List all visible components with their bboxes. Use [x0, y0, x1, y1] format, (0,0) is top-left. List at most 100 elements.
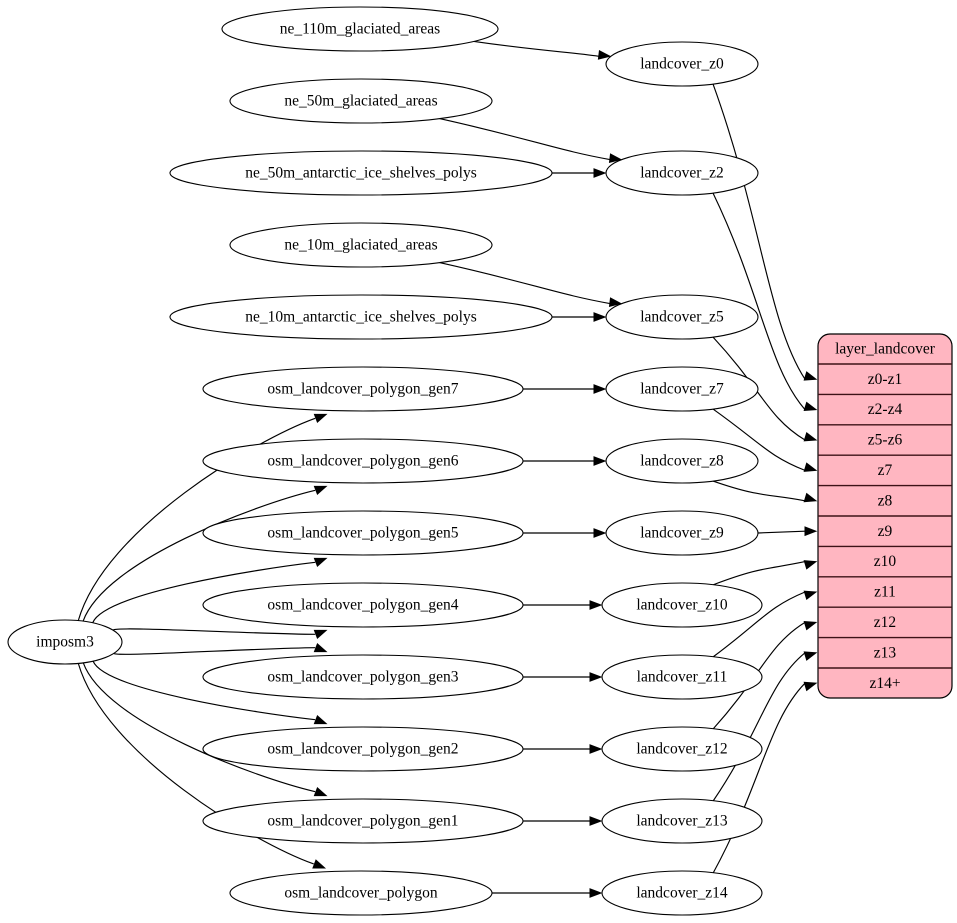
- node-ellipse: [7, 619, 123, 665]
- node-label: landcover_z11: [637, 669, 728, 686]
- node-ne_10m_antarctic_ice_shelves_polys[interactable]: ne_10m_antarctic_ice_shelves_polys: [169, 294, 553, 340]
- edge-ne_10m_antarctic_ice_shelves_polys-to-landcover_z5: [552, 312, 607, 322]
- node-ellipse: [202, 366, 524, 412]
- arrow-head-icon: [313, 629, 328, 640]
- arrow-head-icon: [803, 681, 818, 692]
- node-label: ne_110m_glaciated_areas: [280, 21, 440, 38]
- table-row[interactable]: z9: [818, 516, 952, 546]
- node-osm_landcover_polygon_gen4[interactable]: osm_landcover_polygon_gen4: [202, 582, 524, 628]
- table-row[interactable]: z0-z1: [818, 364, 952, 394]
- edge-line: [77, 663, 314, 865]
- table-row[interactable]: z7: [818, 455, 952, 485]
- edge-landcover_z13-to-table-row-9: [712, 651, 818, 802]
- edge-imposm3-to-osm_landcover_polygon_gen6: [82, 485, 328, 622]
- edge-imposm3-to-osm_landcover_polygon_gen7: [77, 413, 328, 621]
- arrow-head-icon: [803, 590, 818, 601]
- arrow-head-icon: [593, 312, 607, 322]
- node-ellipse: [202, 510, 524, 556]
- node-osm_landcover_polygon_gen1[interactable]: osm_landcover_polygon_gen1: [202, 798, 524, 844]
- node-label: ne_10m_glaciated_areas: [284, 237, 437, 254]
- edge-osm_landcover_polygon_gen7-to-landcover_z7: [523, 384, 607, 394]
- node-landcover_z14[interactable]: landcover_z14: [601, 870, 763, 916]
- node-ellipse: [229, 222, 493, 268]
- node-ellipse: [605, 510, 759, 556]
- node-osm_landcover_polygon_gen2[interactable]: osm_landcover_polygon_gen2: [202, 726, 524, 772]
- table-row-label: z0-z1: [868, 371, 902, 388]
- node-ellipse: [605, 438, 759, 484]
- arrow-head-icon: [593, 456, 607, 466]
- node-label: landcover_z13: [636, 813, 727, 830]
- arrow-head-icon: [803, 492, 818, 503]
- layer-landcover-table[interactable]: layer_landcoverz0-z1z2-z4z5-z6z7z8z9z10z…: [817, 333, 953, 699]
- arrow-head-icon: [803, 431, 818, 442]
- edge-ne_110m_glaciated_areas-to-landcover_z0: [473, 40, 612, 60]
- table-row-label: z8: [878, 492, 893, 509]
- node-landcover_z11[interactable]: landcover_z11: [601, 654, 763, 700]
- node-ellipse: [605, 366, 759, 412]
- table-header-label: layer_landcover: [835, 341, 936, 358]
- node-label: landcover_z2: [640, 165, 724, 182]
- edge-line: [92, 660, 316, 721]
- arrow-head-icon: [804, 526, 818, 537]
- node-ne_50m_antarctic_ice_shelves_polys[interactable]: ne_50m_antarctic_ice_shelves_polys: [169, 150, 553, 196]
- table-row[interactable]: z2-z4: [818, 394, 952, 424]
- node-osm_landcover_polygon_gen7[interactable]: osm_landcover_polygon_gen7: [202, 366, 524, 412]
- node-landcover_z0[interactable]: landcover_z0: [605, 41, 759, 87]
- node-osm_landcover_polygon_gen5[interactable]: osm_landcover_polygon_gen5: [202, 510, 524, 556]
- arrow-head-icon: [589, 888, 603, 898]
- arrow-head-icon: [803, 560, 818, 570]
- edge-osm_landcover_polygon_gen4-to-landcover_z10: [523, 600, 603, 610]
- node-landcover_z12[interactable]: landcover_z12: [601, 726, 763, 772]
- arrow-head-icon: [593, 384, 607, 394]
- edge-landcover_z2-to-table-row-1: [712, 192, 818, 412]
- node-ne_50m_glaciated_areas[interactable]: ne_50m_glaciated_areas: [229, 78, 493, 124]
- node-label: landcover_z9: [640, 525, 724, 542]
- node-landcover_z10[interactable]: landcover_z10: [601, 582, 763, 628]
- table-row[interactable]: z11: [818, 577, 952, 607]
- table-row[interactable]: z5-z6: [818, 425, 952, 455]
- node-landcover_z2[interactable]: landcover_z2: [605, 150, 759, 196]
- arrow-head-icon: [803, 371, 818, 381]
- arrow-head-icon: [803, 401, 818, 412]
- table-row[interactable]: z12: [818, 607, 952, 637]
- node-landcover_z5[interactable]: landcover_z5: [605, 294, 759, 340]
- arrow-head-icon: [589, 600, 603, 610]
- edges-layer: [77, 40, 818, 898]
- node-landcover_z7[interactable]: landcover_z7: [605, 366, 759, 412]
- arrow-head-icon: [608, 153, 623, 164]
- edge-imposm3-to-osm_landcover_polygon_gen2: [92, 660, 328, 725]
- node-ellipse: [202, 438, 524, 484]
- arrow-head-icon: [589, 672, 603, 682]
- node-ellipse: [229, 78, 493, 124]
- node-landcover_z8[interactable]: landcover_z8: [605, 438, 759, 484]
- node-ellipse: [605, 150, 759, 196]
- node-osm_landcover_polygon_gen3[interactable]: osm_landcover_polygon_gen3: [202, 654, 524, 700]
- node-imposm3[interactable]: imposm3: [7, 619, 123, 665]
- node-ellipse: [202, 582, 524, 628]
- node-landcover_z9[interactable]: landcover_z9: [605, 510, 759, 556]
- table-row[interactable]: z8: [818, 486, 952, 516]
- edge-ne_10m_glaciated_areas-to-landcover_z5: [439, 262, 623, 308]
- node-landcover_z13[interactable]: landcover_z13: [601, 798, 763, 844]
- node-osm_landcover_polygon[interactable]: osm_landcover_polygon: [229, 870, 493, 916]
- node-label: landcover_z14: [636, 885, 727, 902]
- table-row[interactable]: z13: [818, 638, 952, 668]
- node-label: osm_landcover_polygon_gen7: [267, 381, 458, 398]
- arrow-head-icon: [313, 557, 328, 568]
- table-row[interactable]: z10: [818, 546, 952, 576]
- table-row[interactable]: z14+: [818, 668, 952, 698]
- edge-line: [712, 652, 806, 802]
- node-ne_110m_glaciated_areas[interactable]: ne_110m_glaciated_areas: [221, 6, 499, 52]
- node-ellipse: [601, 726, 763, 772]
- edge-line: [757, 530, 806, 534]
- edge-line: [712, 621, 806, 730]
- node-osm_landcover_polygon_gen6[interactable]: osm_landcover_polygon_gen6: [202, 438, 524, 484]
- edge-imposm3-to-osm_landcover_polygon_gen5: [92, 557, 328, 624]
- node-ne_10m_glaciated_areas[interactable]: ne_10m_glaciated_areas: [229, 222, 493, 268]
- node-ellipse: [605, 41, 759, 87]
- node-ellipse: [202, 798, 524, 844]
- node-label: landcover_z12: [636, 741, 727, 758]
- table-row-label: z13: [874, 644, 897, 661]
- arrow-head-icon: [312, 859, 327, 869]
